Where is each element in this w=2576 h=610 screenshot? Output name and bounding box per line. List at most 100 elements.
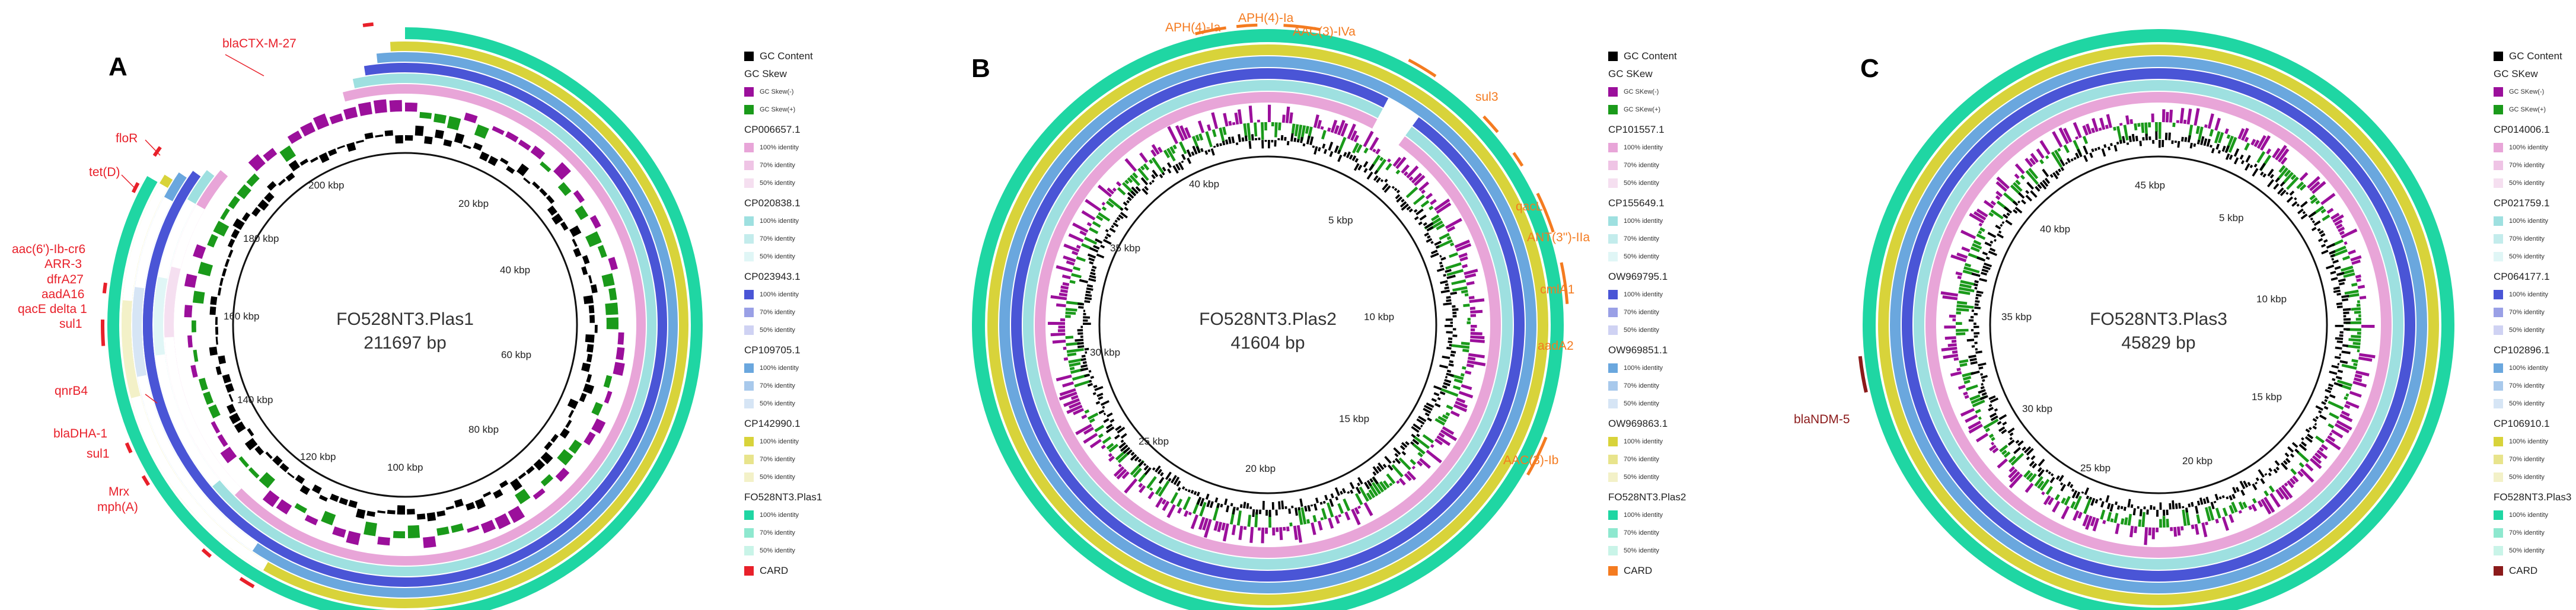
gc-skew-bar	[213, 221, 229, 237]
gc-content-bar	[1380, 179, 1384, 183]
gc-skew-bar	[1451, 279, 1466, 285]
gc-skew-bar	[2014, 173, 2020, 179]
gc-skew-bar	[1407, 471, 1417, 481]
gc-content-bar	[1092, 392, 1096, 395]
gc-content-bar	[1103, 412, 1107, 416]
legend-gc-content-label: GC Content	[2509, 50, 2562, 62]
gc-content-bar	[1982, 265, 1991, 270]
gc-skew-bar	[1446, 236, 1452, 241]
kbp-label: 200 kbp	[308, 180, 345, 191]
backbone-circle	[1989, 155, 2328, 494]
gc-skew-bar	[2327, 435, 2336, 442]
gc-skew-bar	[1466, 363, 1474, 368]
gene-label: mph(A)	[97, 500, 138, 514]
kbp-label: 15 kbp	[1339, 413, 1369, 424]
legend-swatch-skew-pos	[744, 105, 754, 114]
gc-content-bar	[1151, 174, 1156, 180]
gc-skew-bar	[2134, 526, 2138, 534]
gc-skew-bar	[2124, 517, 2128, 525]
gc-skew-bar	[2300, 468, 2314, 483]
gc-content-bar	[215, 366, 222, 375]
gc-content-bar	[2294, 448, 2300, 453]
gc-content-bar	[2083, 155, 2089, 162]
panel-a: A FO528NT3.Plas1 211697 bp 20 kbp 40 kbp…	[12, 22, 703, 610]
gc-content-bar	[1401, 451, 1407, 456]
gc-skew-bar	[1375, 148, 1381, 155]
gc-content-bar	[1126, 449, 1133, 455]
gene-label: ANT(3'')-IIa	[1527, 231, 1590, 244]
gc-skew-bar	[1177, 507, 1182, 514]
gc-skew-bar	[2026, 472, 2033, 480]
legend-swatch-identity	[744, 234, 754, 244]
gc-content-bar	[573, 247, 582, 257]
gc-skew-bar	[190, 365, 198, 378]
legend-swatch-gc-content	[2494, 52, 2503, 61]
gc-content-bar	[225, 383, 235, 393]
gc-skew-bar	[2003, 192, 2017, 205]
gc-skew-bar	[2207, 113, 2214, 129]
gc-skew-bar	[1163, 149, 1171, 158]
gc-content-bar	[1235, 142, 1239, 145]
gc-skew-bar	[2342, 256, 2350, 261]
legend-identity-label: 50% identity	[1624, 474, 1659, 481]
gc-skew-bar	[2259, 135, 2271, 151]
gc-skew-bar	[1116, 468, 1127, 480]
legend-swatch-identity	[1608, 528, 1618, 538]
gc-skew-bar	[2083, 498, 2092, 515]
legend-swatch-identity	[744, 455, 754, 464]
gc-content-bar	[2268, 467, 2273, 472]
gc-content-bar	[1412, 439, 1420, 445]
gc-content-bar	[2038, 469, 2045, 477]
gc-skew-bar	[1430, 199, 1437, 206]
gc-content-bar	[229, 413, 241, 424]
gc-content-bar	[582, 255, 590, 264]
gc-content-bar	[1424, 232, 1430, 237]
gc-content-bar	[1310, 504, 1313, 507]
gc-content-bar	[2245, 163, 2250, 171]
gc-content-bar	[1446, 274, 1456, 279]
legend-swatch-card	[2494, 566, 2503, 576]
gc-skew-bar	[1459, 256, 1468, 262]
gc-content-bar	[1975, 293, 1982, 297]
legend-identity-label: 70% identity	[760, 382, 795, 389]
gc-content-bar	[1324, 494, 1328, 501]
gc-content-bar	[222, 373, 231, 384]
gc-skew-bar	[1969, 213, 1985, 224]
gc-skew-bar	[2316, 449, 2328, 459]
gc-skew-bar	[1158, 480, 1170, 497]
gc-content-bar	[2304, 436, 2313, 443]
gc-content-bar	[2035, 186, 2041, 192]
gc-content-bar	[1989, 412, 1997, 418]
gc-content-bar	[1979, 277, 1987, 282]
legend-identity-label: 100% identity	[1624, 512, 1663, 519]
legend-swatch-skew-pos	[2494, 105, 2503, 114]
gc-skew-bar	[1418, 181, 1430, 191]
gc-skew-bar	[2054, 149, 2062, 161]
gc-content-bar	[1446, 296, 1451, 299]
gc-skew-bar	[1416, 460, 1423, 467]
gc-skew-bar	[1446, 226, 1456, 232]
gc-skew-bar	[1232, 122, 1236, 126]
panel-b-plasmid-length: 41604 bp	[1230, 333, 1305, 353]
legend-swatch-identity	[1608, 161, 1618, 170]
gc-content-bar	[1206, 500, 1211, 507]
gc-skew-bar	[2228, 136, 2237, 153]
gc-skew-bar	[2299, 184, 2307, 191]
gc-content-bar	[1357, 164, 1363, 171]
gc-content-bar	[1399, 445, 1405, 451]
gc-skew-bar	[1327, 127, 1331, 132]
gc-skew-bar	[2105, 124, 2109, 129]
gc-content-bar	[1997, 421, 2002, 425]
gc-skew-bar	[1179, 125, 1188, 140]
gc-content-bar	[267, 181, 277, 191]
gc-content-bar	[1114, 434, 1120, 440]
gc-content-bar	[1192, 145, 1198, 155]
gc-skew-bar	[2357, 300, 2361, 304]
gc-content-bar	[1081, 354, 1086, 358]
gc-skew-bar	[2115, 523, 2120, 535]
gc-content-bar	[2243, 480, 2249, 488]
backbone-circle	[1098, 155, 1437, 494]
gc-skew-bar	[1127, 177, 1133, 183]
gc-content-bar	[2291, 442, 2298, 448]
gc-content-bar	[1151, 180, 1155, 183]
